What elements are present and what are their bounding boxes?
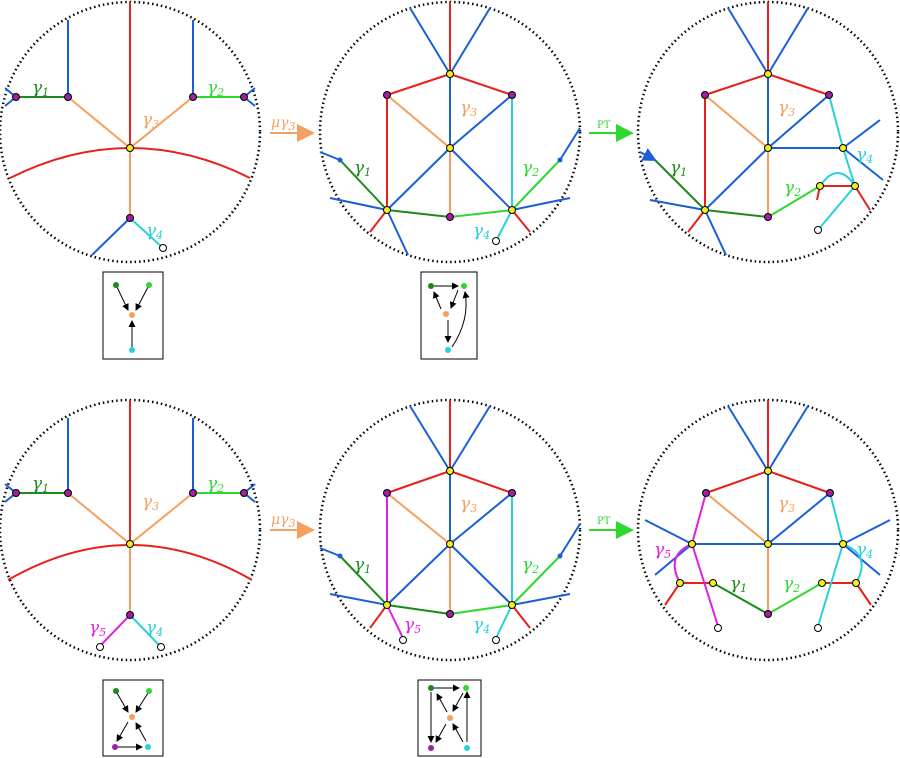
gamma4-label: γ4	[473, 615, 490, 636]
gamma4-label: γ4	[473, 221, 490, 242]
gamma4-label: γ4	[146, 221, 163, 242]
pt-label: PT	[597, 516, 611, 527]
gamma2-label: γ2	[522, 555, 539, 576]
quiver-top-left	[102, 271, 164, 360]
gamma3-label: γ3	[778, 494, 795, 515]
panel-top-left: γ1 γ2 γ3 γ4	[0, 0, 262, 264]
gamma3-label: γ3	[142, 492, 159, 513]
gamma5-label: γ5	[654, 540, 671, 561]
quiver-top-middle	[420, 271, 478, 360]
panel-bottom-left: γ1 γ2 γ3 γ5 γ4	[0, 398, 262, 662]
gamma3-label: γ3	[460, 494, 477, 515]
gamma1-label: γ1	[730, 574, 747, 595]
gamma3-label: γ3	[778, 98, 795, 119]
gamma2-label: γ2	[522, 158, 539, 179]
gamma1-label: γ1	[354, 158, 371, 179]
mutation-arrow-bottom: μγ3	[270, 512, 315, 539]
panel-bottom-right: γ3 γ5 γ4 γ1 γ2	[636, 398, 900, 662]
gamma1-label: γ1	[32, 78, 49, 99]
panel-top-middle: γ3 γ1 γ2 γ4	[318, 0, 582, 264]
gamma5-label: γ5	[89, 618, 106, 639]
mutation-label: μγ3	[271, 115, 295, 133]
mutation-arrow-top: μγ3	[270, 115, 315, 142]
panel-bottom-middle: γ3 γ1 γ2 γ5 γ4	[318, 398, 582, 662]
gamma4-label: γ4	[856, 540, 873, 561]
mutation-label: μγ3	[271, 512, 295, 530]
gamma3-label: γ3	[460, 98, 477, 119]
gamma1-label: γ1	[670, 158, 687, 179]
gamma5-label: γ5	[404, 615, 421, 636]
gamma2-label: γ2	[207, 78, 224, 99]
pt-arrow-bottom: PT	[589, 516, 634, 539]
gamma1-label: γ1	[354, 555, 371, 576]
pt-arrow-top: PT	[589, 120, 634, 142]
pt-label: PT	[597, 120, 611, 131]
quiver-bottom-left	[102, 679, 164, 757]
gamma1-label: γ1	[32, 474, 49, 495]
panel-top-right: γ3 γ1 γ2 γ4	[636, 0, 900, 264]
gamma2-label: γ2	[784, 178, 801, 199]
gamma4-label: γ4	[146, 618, 163, 639]
quiver-bottom-middle	[417, 679, 482, 757]
gamma3-label: γ3	[142, 110, 159, 131]
gamma4-label: γ4	[856, 145, 873, 166]
gamma2-label: γ2	[207, 474, 224, 495]
gamma2-label: γ2	[783, 574, 800, 595]
